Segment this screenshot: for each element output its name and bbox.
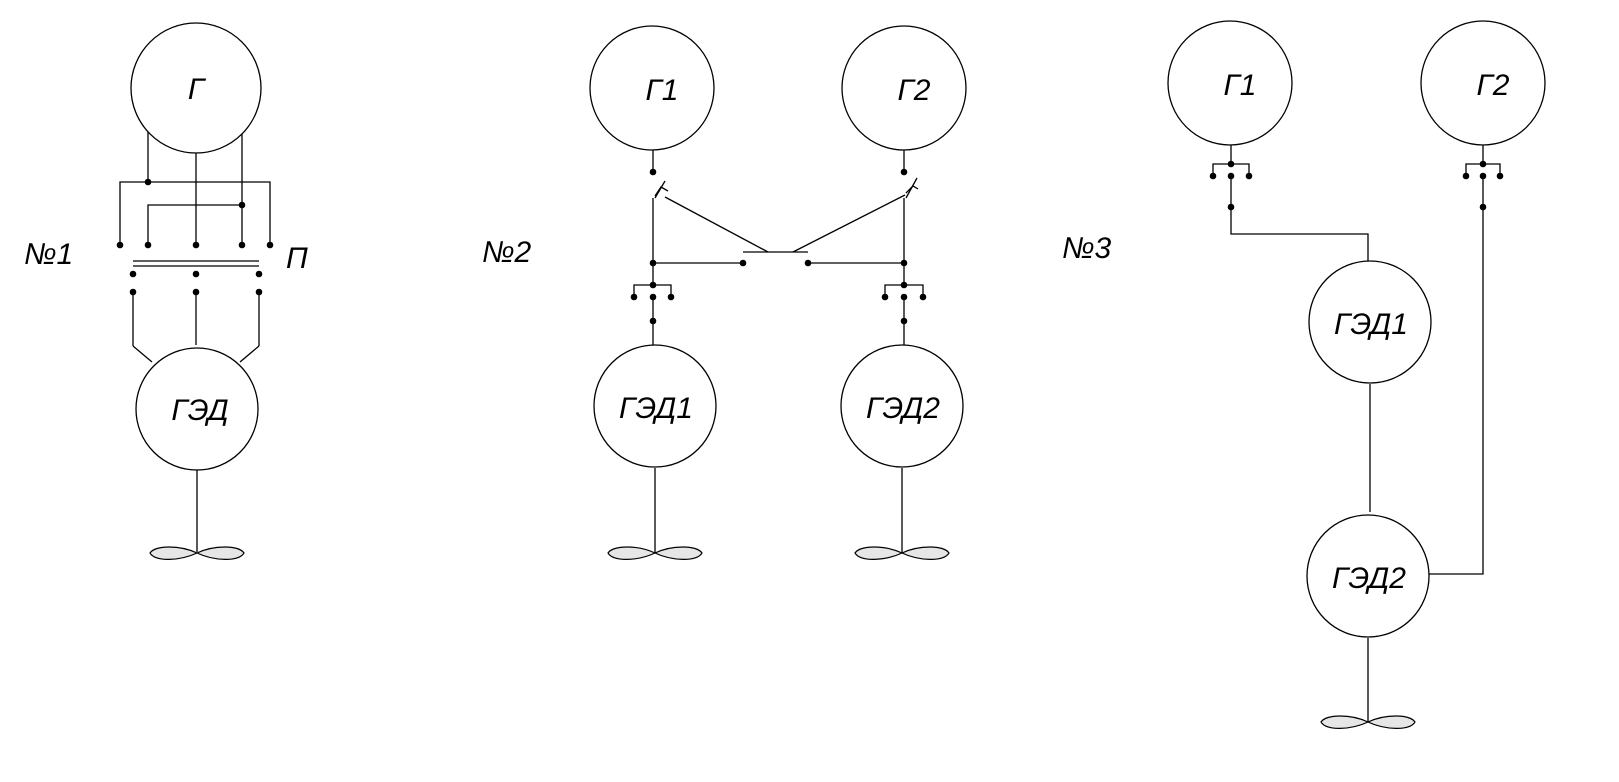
scheme-3-wiring <box>1212 145 1501 722</box>
propeller-icon <box>1320 715 1416 729</box>
motor: ГЭД <box>135 347 259 471</box>
scheme-1-wiring <box>119 127 271 552</box>
scheme-2-number: №2 <box>482 236 531 269</box>
scheme-1-contacts <box>116 178 274 296</box>
propeller-icon <box>149 546 245 560</box>
motor-2: ГЭД2 <box>1306 514 1430 638</box>
scheme-1: №1 П <box>24 22 308 560</box>
propeller-1-icon <box>607 546 703 560</box>
generator-1-label: Г1 <box>645 74 678 107</box>
scheme-3-number: №3 <box>1062 232 1111 265</box>
motor-1: ГЭД1 <box>1308 260 1432 384</box>
generator-1: Г1 <box>1167 20 1293 146</box>
motor-2-label: ГЭД2 <box>1332 562 1406 595</box>
scheme-1-number: №1 <box>24 238 73 271</box>
scheme-2-wiring <box>633 148 924 553</box>
generator-1-label: Г1 <box>1223 69 1256 102</box>
scheme-2-contacts <box>630 168 927 325</box>
generator-2-label: Г2 <box>1476 69 1509 102</box>
motor-1: ГЭД1 <box>593 344 717 468</box>
motor-1-label: ГЭД1 <box>619 392 693 425</box>
generator-2-label: Г2 <box>897 74 930 107</box>
generator-2: Г2 <box>841 25 967 151</box>
generator-label: Г <box>188 73 207 106</box>
switch-label: П <box>286 242 308 275</box>
scheme-3: №3 Г1 <box>1062 20 1546 729</box>
scheme-3-contacts <box>1209 160 1504 211</box>
scheme-2: №2 <box>482 25 967 560</box>
propeller-2-icon <box>854 546 950 560</box>
motor-1-label: ГЭД1 <box>1334 308 1408 341</box>
motor-2-label: ГЭД2 <box>866 392 940 425</box>
generator-1: Г1 <box>589 25 715 151</box>
generator-2: Г2 <box>1420 20 1546 146</box>
generator: Г <box>130 22 262 154</box>
motor-2: ГЭД2 <box>840 344 964 468</box>
motor-label: ГЭД <box>171 394 228 427</box>
